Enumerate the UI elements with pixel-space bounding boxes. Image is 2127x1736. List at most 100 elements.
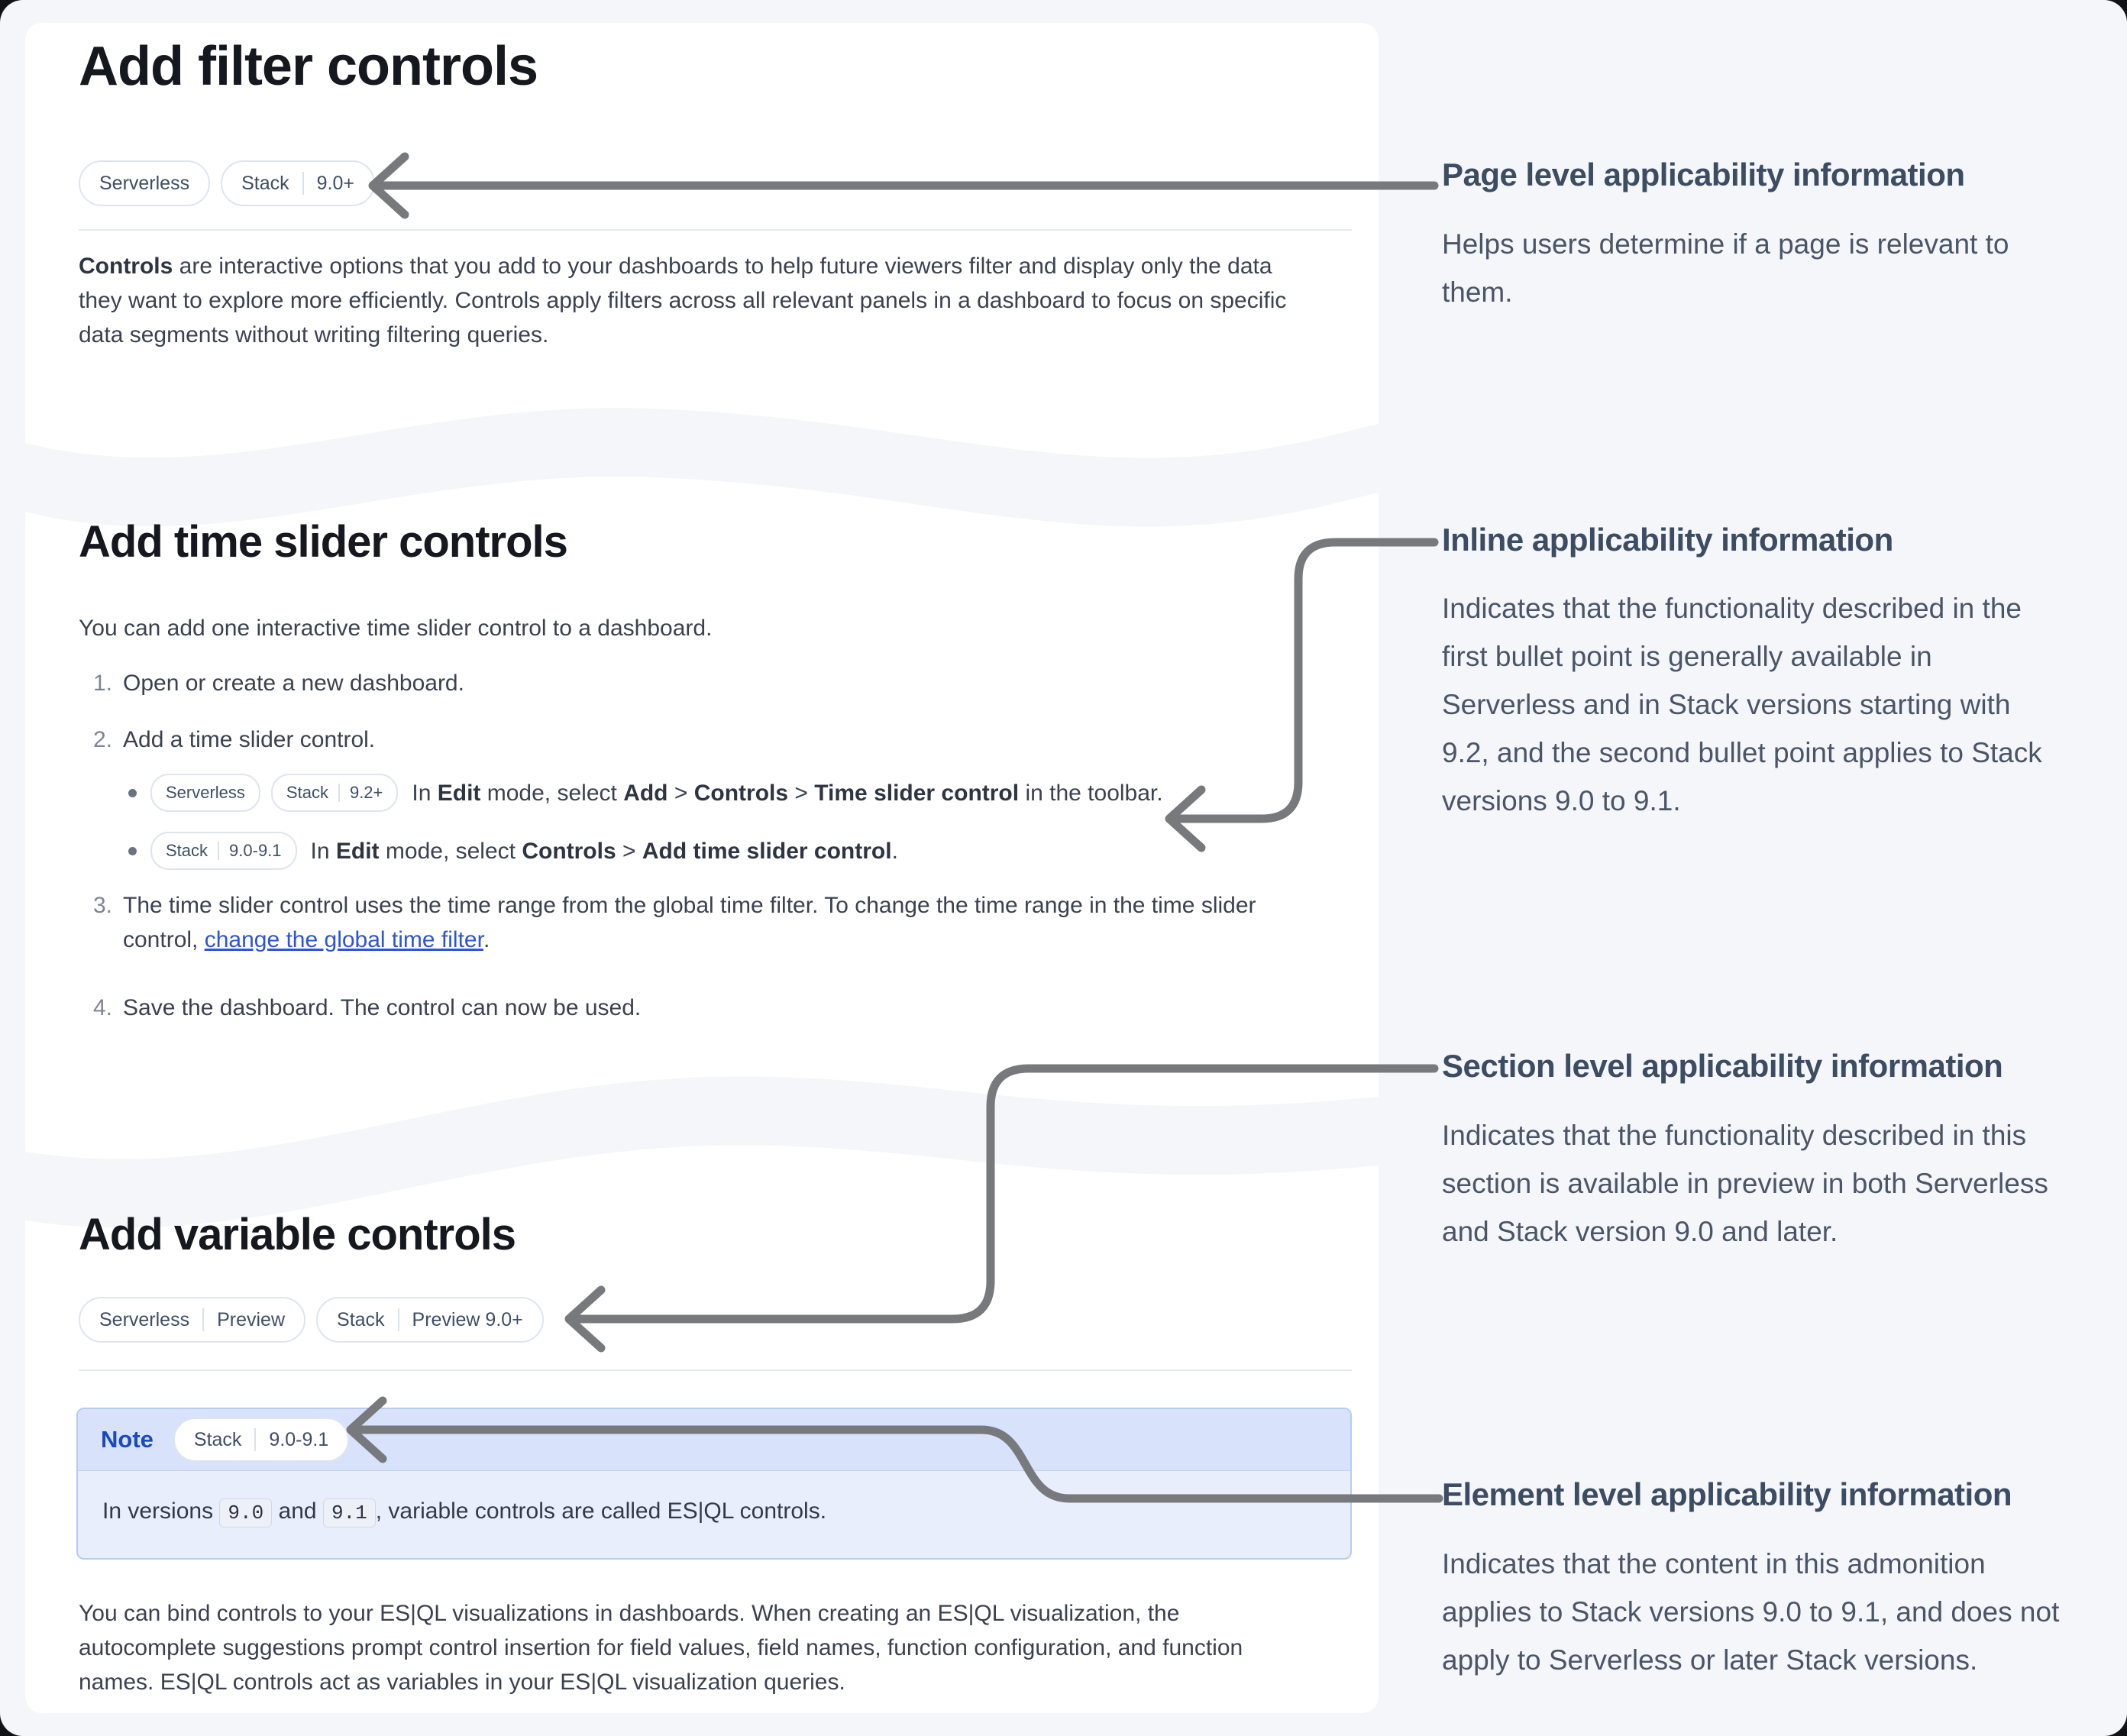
badge-part: Stack xyxy=(286,783,328,802)
applicability-badge[interactable]: Stack 9.0-9.1 xyxy=(173,1418,350,1462)
text-segment: In xyxy=(310,838,336,864)
badge-part: 9.0-9.1 xyxy=(269,1428,329,1450)
text-segment: The time slider control uses the time ra… xyxy=(123,893,1256,952)
note-body: In versions 9.0 and 9.1, variable contro… xyxy=(78,1471,1350,1558)
closing-paragraph: You can bind controls to your ES|QL visu… xyxy=(79,1601,1243,1695)
applicability-badge[interactable]: Stack 9.2+ xyxy=(270,774,399,812)
text-segment: In xyxy=(412,780,438,806)
step-number: 2. xyxy=(92,727,112,752)
text-segment: . xyxy=(891,838,898,864)
badge-part: 9.0+ xyxy=(316,172,354,194)
step-text: Save the dashboard. The control can now … xyxy=(123,991,641,1025)
bullet-icon xyxy=(128,846,137,855)
applicability-badge[interactable]: Serverless xyxy=(150,774,260,812)
step-text: Open or create a new dashboard. xyxy=(123,666,464,700)
annotation-title-element-level: Element level applicability information xyxy=(1442,1476,2012,1512)
annotation-body-page-level: Helps users determine if a page is relev… xyxy=(1442,228,2009,308)
page-applicability-badges: Serverless Stack 9.0+ xyxy=(79,160,375,206)
text-segment: mode, select xyxy=(480,780,624,806)
text-segment: Edit xyxy=(437,780,481,806)
text-segment: Add time slider control xyxy=(642,838,892,864)
section-intro: You can add one interactive time slider … xyxy=(79,616,713,641)
note-label: Note xyxy=(101,1426,154,1453)
step-number: 1. xyxy=(92,671,112,696)
text-segment: in the toolbar. xyxy=(1019,780,1163,806)
text-segment: Add a time slider control. xyxy=(123,727,376,752)
bullet-text: In Edit mode, select Controls > Add time… xyxy=(311,834,898,868)
applicability-badge[interactable]: Serverless xyxy=(79,160,211,206)
badge-part: Preview 9.0+ xyxy=(412,1308,523,1330)
inline-applicability-badges: Serverless Stack 9.2+ xyxy=(150,774,399,812)
text-segment: . xyxy=(483,927,490,952)
text-segment: , variable controls are called ES|QL con… xyxy=(375,1498,827,1524)
page-title: Add filter controls xyxy=(79,36,538,97)
inline-applicability-badges: Stack 9.0-9.1 xyxy=(150,832,297,870)
step-text: The time slider control uses the time ra… xyxy=(123,888,1330,957)
annotation-body-element-level: Indicates that the content in this admon… xyxy=(1442,1548,2060,1676)
badge-part: Stack xyxy=(241,172,289,194)
step-text: Add a time slider control. xyxy=(123,723,375,757)
badge-divider xyxy=(338,784,340,802)
text-segment: > xyxy=(668,780,694,806)
inline-link[interactable]: change the global time filter xyxy=(204,927,483,952)
badge-part: Stack xyxy=(166,841,208,860)
text-segment: > xyxy=(788,780,815,806)
text-segment: Time slider control xyxy=(814,780,1020,806)
step-number: 4. xyxy=(92,995,112,1020)
text-segment: mode, select xyxy=(379,838,522,864)
text-segment: Controls xyxy=(79,254,173,279)
list-item: Serverless Stack 9.2+ In Edit mode, select… xyxy=(122,774,1314,812)
element-applicability-badges: Stack 9.0-9.1 xyxy=(173,1418,350,1462)
badge-divider xyxy=(254,1428,257,1451)
text-segment: Controls xyxy=(522,838,616,864)
annotation-title-inline: Inline applicability information xyxy=(1442,522,1893,558)
section-title-variable: Add variable controls xyxy=(79,1210,516,1259)
text-segment: Edit xyxy=(335,838,380,864)
badge-divider xyxy=(202,1308,205,1331)
text-segment: In versions xyxy=(102,1498,220,1524)
applicability-badge[interactable]: Serverless Preview xyxy=(79,1297,306,1343)
annotation-title-page-level: Page level applicability information xyxy=(1442,157,1965,192)
note-header: Note Stack 9.0-9.1 xyxy=(78,1409,1350,1471)
badge-part: Stack xyxy=(193,1428,242,1450)
ordered-step: 4. Save the dashboard. The control can n… xyxy=(79,991,1331,1025)
text-segment: and xyxy=(272,1498,323,1524)
badge-part: Serverless xyxy=(99,172,190,194)
text-segment: > xyxy=(616,838,642,864)
badge-part: 9.0-9.1 xyxy=(229,841,282,860)
badge-part: Preview xyxy=(217,1308,286,1330)
divider xyxy=(79,229,1352,231)
annotation-body-section-level: Indicates that the functionality describ… xyxy=(1442,1120,2048,1247)
badge-part: Stack xyxy=(337,1308,385,1330)
intro-paragraph: Controls are interactive options that yo… xyxy=(79,249,1293,352)
badge-divider xyxy=(397,1308,399,1331)
text-segment: Open or create a new dashboard. xyxy=(123,671,464,696)
ordered-step: 2. Add a time slider control. xyxy=(79,723,1331,757)
badge-part: Serverless xyxy=(99,1308,190,1330)
inline-code: 9.0 xyxy=(219,1498,273,1527)
text-segment: are interactive options that you add to … xyxy=(79,254,1287,348)
text-segment: Add xyxy=(623,780,668,806)
bullet-text: In Edit mode, select Add > Controls > Ti… xyxy=(412,776,1162,810)
badge-divider xyxy=(218,842,220,860)
step-number: 3. xyxy=(92,893,112,918)
applicability-badge[interactable]: Stack 9.0-9.1 xyxy=(150,832,297,870)
badge-divider xyxy=(302,172,304,195)
applicability-badge[interactable]: Stack Preview 9.0+ xyxy=(316,1297,544,1343)
list-item: Stack 9.0-9.1 In Edit mode, select Contro… xyxy=(122,832,1314,870)
annotation-body-inline: Indicates that the functionality describ… xyxy=(1442,593,2042,816)
section-applicability-badges: Serverless Preview Stack Preview 9.0+ xyxy=(79,1297,544,1343)
badge-part: 9.2+ xyxy=(349,783,383,802)
ordered-step: 1. Open or create a new dashboard. xyxy=(79,666,1331,700)
section-title-time-slider: Add time slider controls xyxy=(79,517,568,567)
applicability-badge[interactable]: Stack 9.0+ xyxy=(221,160,375,206)
ordered-step: 3. The time slider control uses the time… xyxy=(79,888,1331,957)
note-admonition: Note Stack 9.0-9.1 In versions 9.0 and 9.… xyxy=(76,1408,1352,1560)
bullet-icon xyxy=(128,788,137,797)
divider xyxy=(79,1369,1352,1371)
text-segment: Controls xyxy=(693,780,789,806)
inline-code: 9.1 xyxy=(322,1498,376,1527)
text-segment: Save the dashboard. The control can now … xyxy=(123,995,642,1020)
